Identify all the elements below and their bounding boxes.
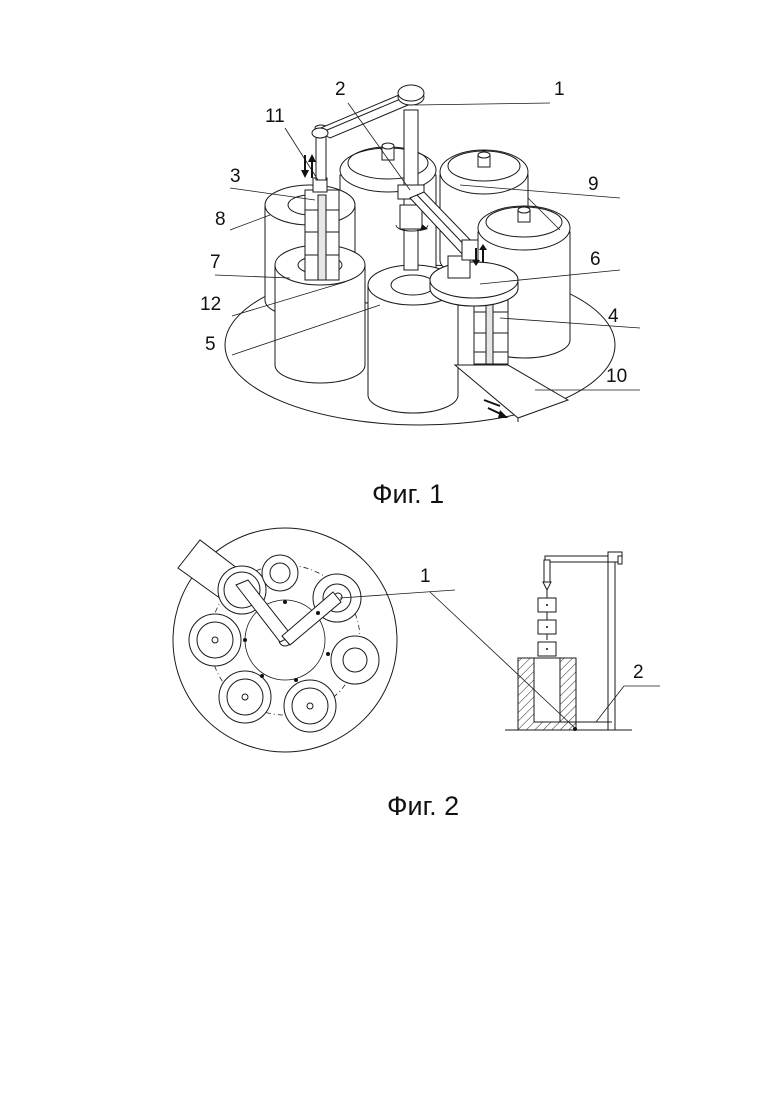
fig1-label-9: 9 (588, 174, 599, 195)
fig2-label-1: 1 (420, 566, 431, 587)
fig1-label-4: 4 (608, 306, 619, 327)
fig1-label-6: 6 (590, 249, 601, 270)
fig1-label-3: 3 (230, 166, 241, 187)
fig2-label-2: 2 (633, 662, 644, 683)
fig1-label-7: 7 (210, 252, 221, 273)
figure-1: 1 2 11 3 9 8 7 6 12 4 5 10 Фиг. 1 (200, 79, 640, 509)
fig1-label-10: 10 (606, 366, 627, 387)
fig1-label-2: 2 (335, 79, 346, 100)
fig1-label-12: 12 (200, 294, 221, 315)
fig1-label-1: 1 (554, 79, 565, 100)
figure-2-top-view (173, 528, 455, 752)
figure-2-caption: Фиг. 2 (387, 791, 459, 821)
fig1-label-8: 8 (215, 209, 226, 230)
figure-2-side-view: 1 2 (420, 552, 660, 731)
block-stack-3 (305, 125, 339, 280)
fig1-label-5: 5 (205, 334, 216, 355)
fig1-label-11: 11 (265, 106, 285, 127)
figure-1-caption: Фиг. 1 (372, 479, 444, 509)
